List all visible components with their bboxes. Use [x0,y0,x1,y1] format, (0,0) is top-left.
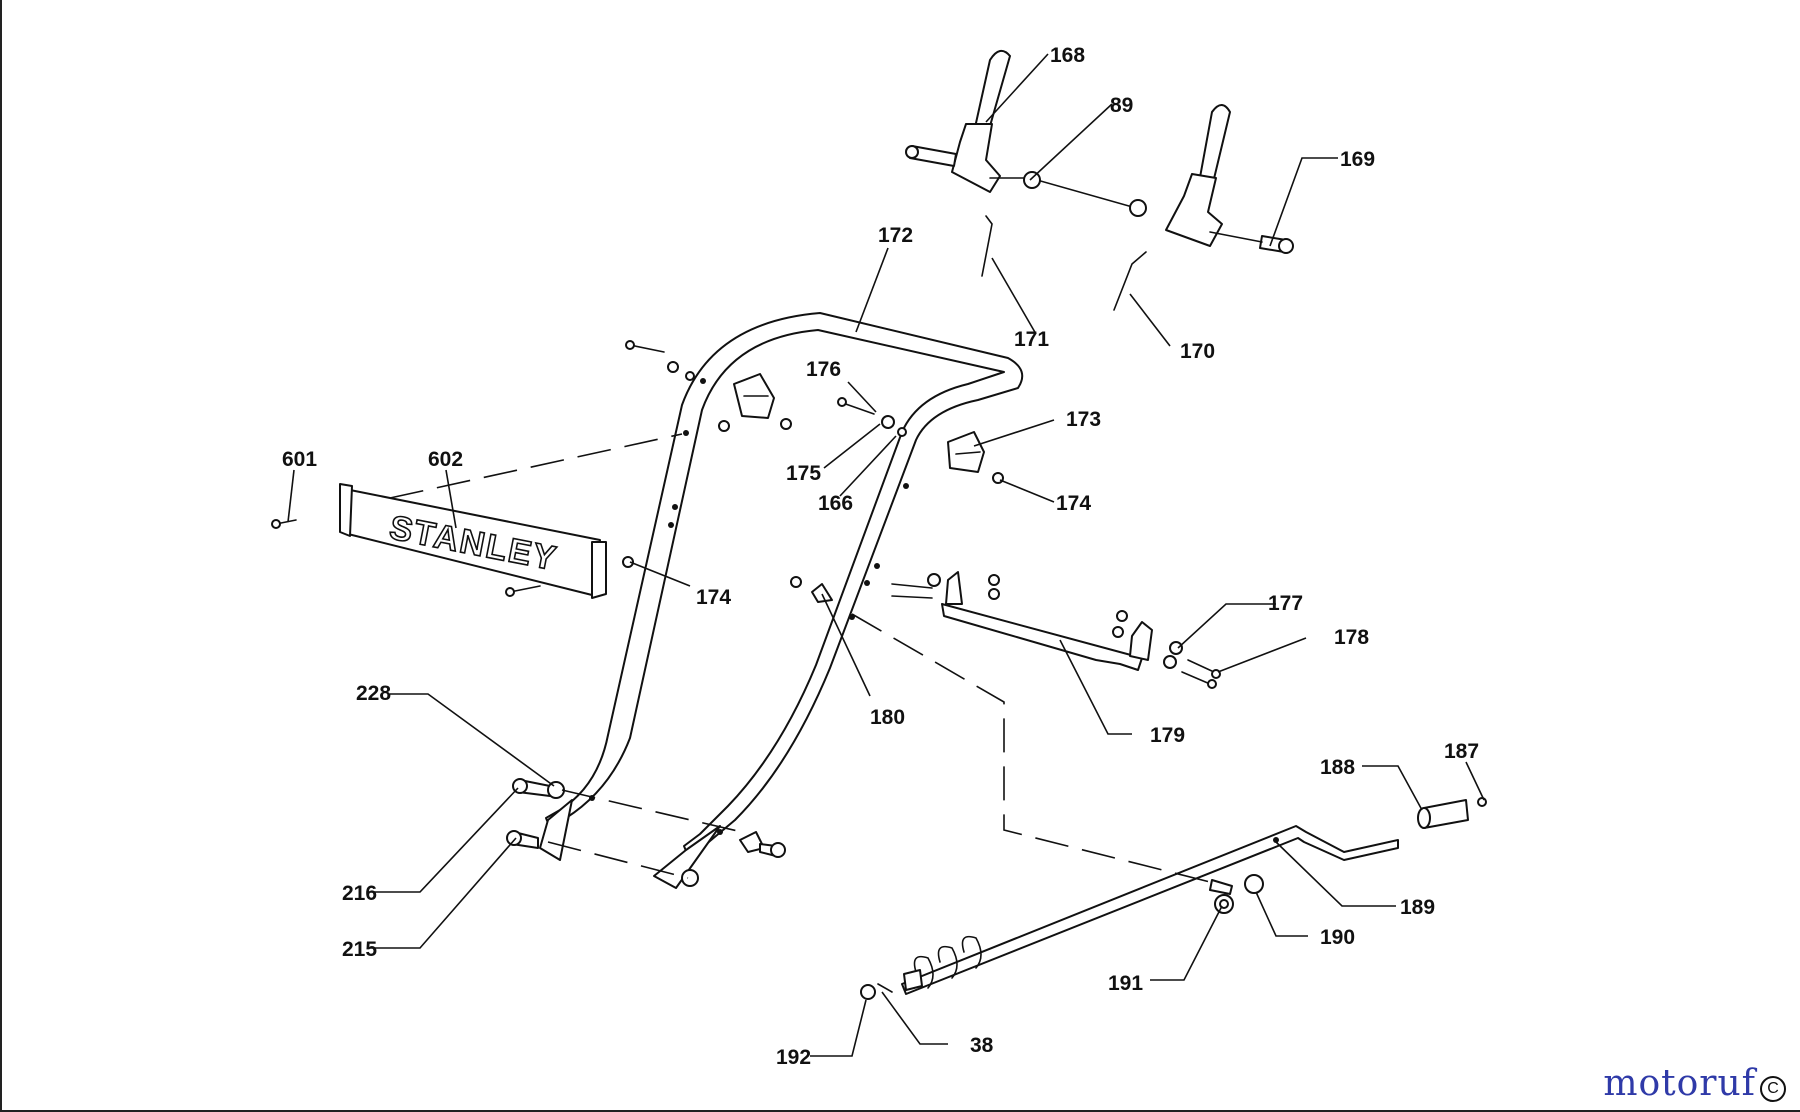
upper-handle-bar [539,312,1024,889]
clamp-bracket-left [733,373,775,419]
callout-171: 171 [1014,328,1049,351]
callout-187: 187 [1444,740,1479,763]
control-bracket [891,571,1221,689]
callout-191: 191 [1108,972,1143,995]
small-hardware-upper [622,340,1004,603]
lever-rod [860,797,1487,1000]
callout-172: 172 [878,224,913,247]
cable-links [981,215,1147,311]
callout-169: 169 [1340,148,1375,171]
callout-228: 228 [356,682,391,705]
callout-labels: 168 89 169 172 171 170 176 173 601 602 1… [282,44,1479,1069]
callout-180: 180 [870,706,905,729]
callout-170: 170 [1180,340,1215,363]
callout-175: 175 [786,462,821,485]
callout-189: 189 [1400,896,1435,919]
callout-601: 601 [282,448,317,471]
callout-176: 176 [806,358,841,381]
callout-216: 216 [342,882,377,905]
callout-173: 173 [1066,408,1101,431]
callout-38: 38 [970,1034,994,1057]
callout-190: 190 [1320,926,1355,949]
callout-215: 215 [342,938,377,961]
callout-179: 179 [1150,724,1185,747]
callout-174-left: 174 [696,586,731,609]
watermark-logo: motoruf [1603,1063,1756,1104]
callout-166: 166 [818,492,853,515]
callout-168: 168 [1050,44,1085,67]
callout-174-right: 174 [1056,492,1091,515]
handle-grip-left [951,49,1011,193]
watermark-circle-c: C [1760,1076,1786,1102]
grip-bolts-and-nuts [905,145,1294,254]
lower-mount-hardware [506,778,786,887]
clamp-bracket-right [947,431,985,473]
brand-plate: STANLEY [271,483,607,599]
callout-89: 89 [1110,94,1133,117]
callout-602: 602 [428,448,463,471]
callout-192: 192 [776,1046,811,1069]
callout-188: 188 [1320,756,1355,779]
callout-177: 177 [1268,592,1303,615]
leader-lines [287,53,1485,1057]
callout-178: 178 [1334,626,1369,649]
assembly-dash-lines [389,433,1211,883]
handle-grip-right [1165,104,1231,247]
